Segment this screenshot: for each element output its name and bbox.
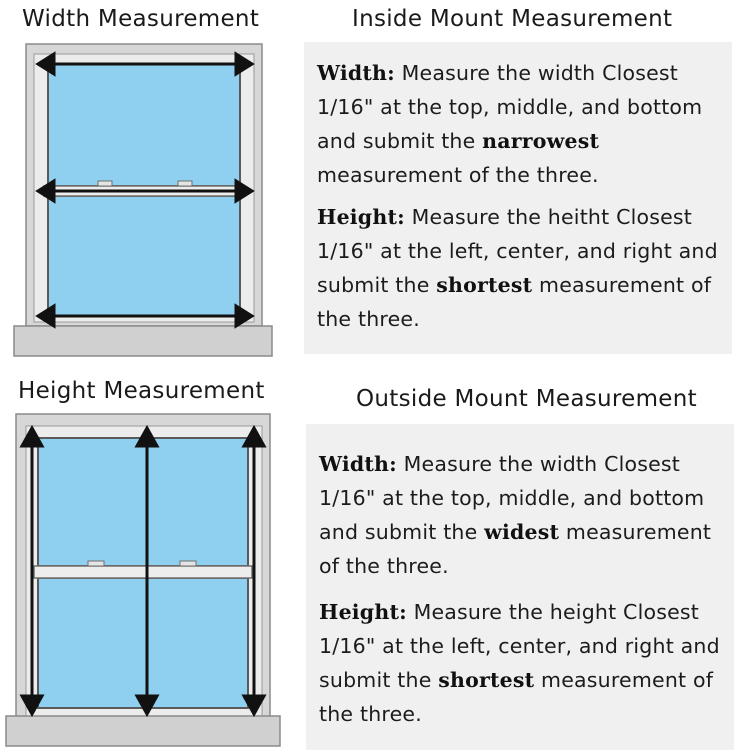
inside-height-label: Height: bbox=[317, 205, 405, 229]
outside-width-label: Width: bbox=[319, 452, 397, 476]
inside-mount-heading: Inside Mount Measurement bbox=[352, 6, 673, 32]
outside-mount-heading: Outside Mount Measurement bbox=[356, 386, 697, 412]
inside-width-emphasis: narrowest bbox=[482, 129, 600, 153]
outside-height-label: Height: bbox=[319, 600, 407, 624]
inside-width-label: Width: bbox=[317, 61, 395, 85]
inside-height-emphasis: shortest bbox=[436, 273, 533, 297]
outside-mount-panel: Width: Measure the width Closest 1/16" a… bbox=[306, 424, 734, 750]
outside-height-instruction: Height: Measure the height Closest 1/16"… bbox=[319, 600, 720, 726]
outside-width-instruction: Width: Measure the width Closest 1/16" a… bbox=[319, 452, 712, 578]
inside-height-instruction: Height: Measure the heitht Closest 1/16"… bbox=[317, 205, 718, 331]
height-measurement-heading: Height Measurement bbox=[18, 378, 265, 404]
outside-width-emphasis: widest bbox=[484, 520, 560, 544]
inside-mount-panel: Width: Measure the width Closest 1/16" a… bbox=[304, 42, 732, 354]
inside-width-instruction: Width: Measure the width Closest 1/16" a… bbox=[317, 61, 703, 187]
height-window-figure bbox=[4, 410, 286, 752]
width-window-figure bbox=[10, 40, 280, 362]
width-measurement-heading: Width Measurement bbox=[22, 6, 260, 32]
outside-height-emphasis: shortest bbox=[438, 668, 535, 692]
